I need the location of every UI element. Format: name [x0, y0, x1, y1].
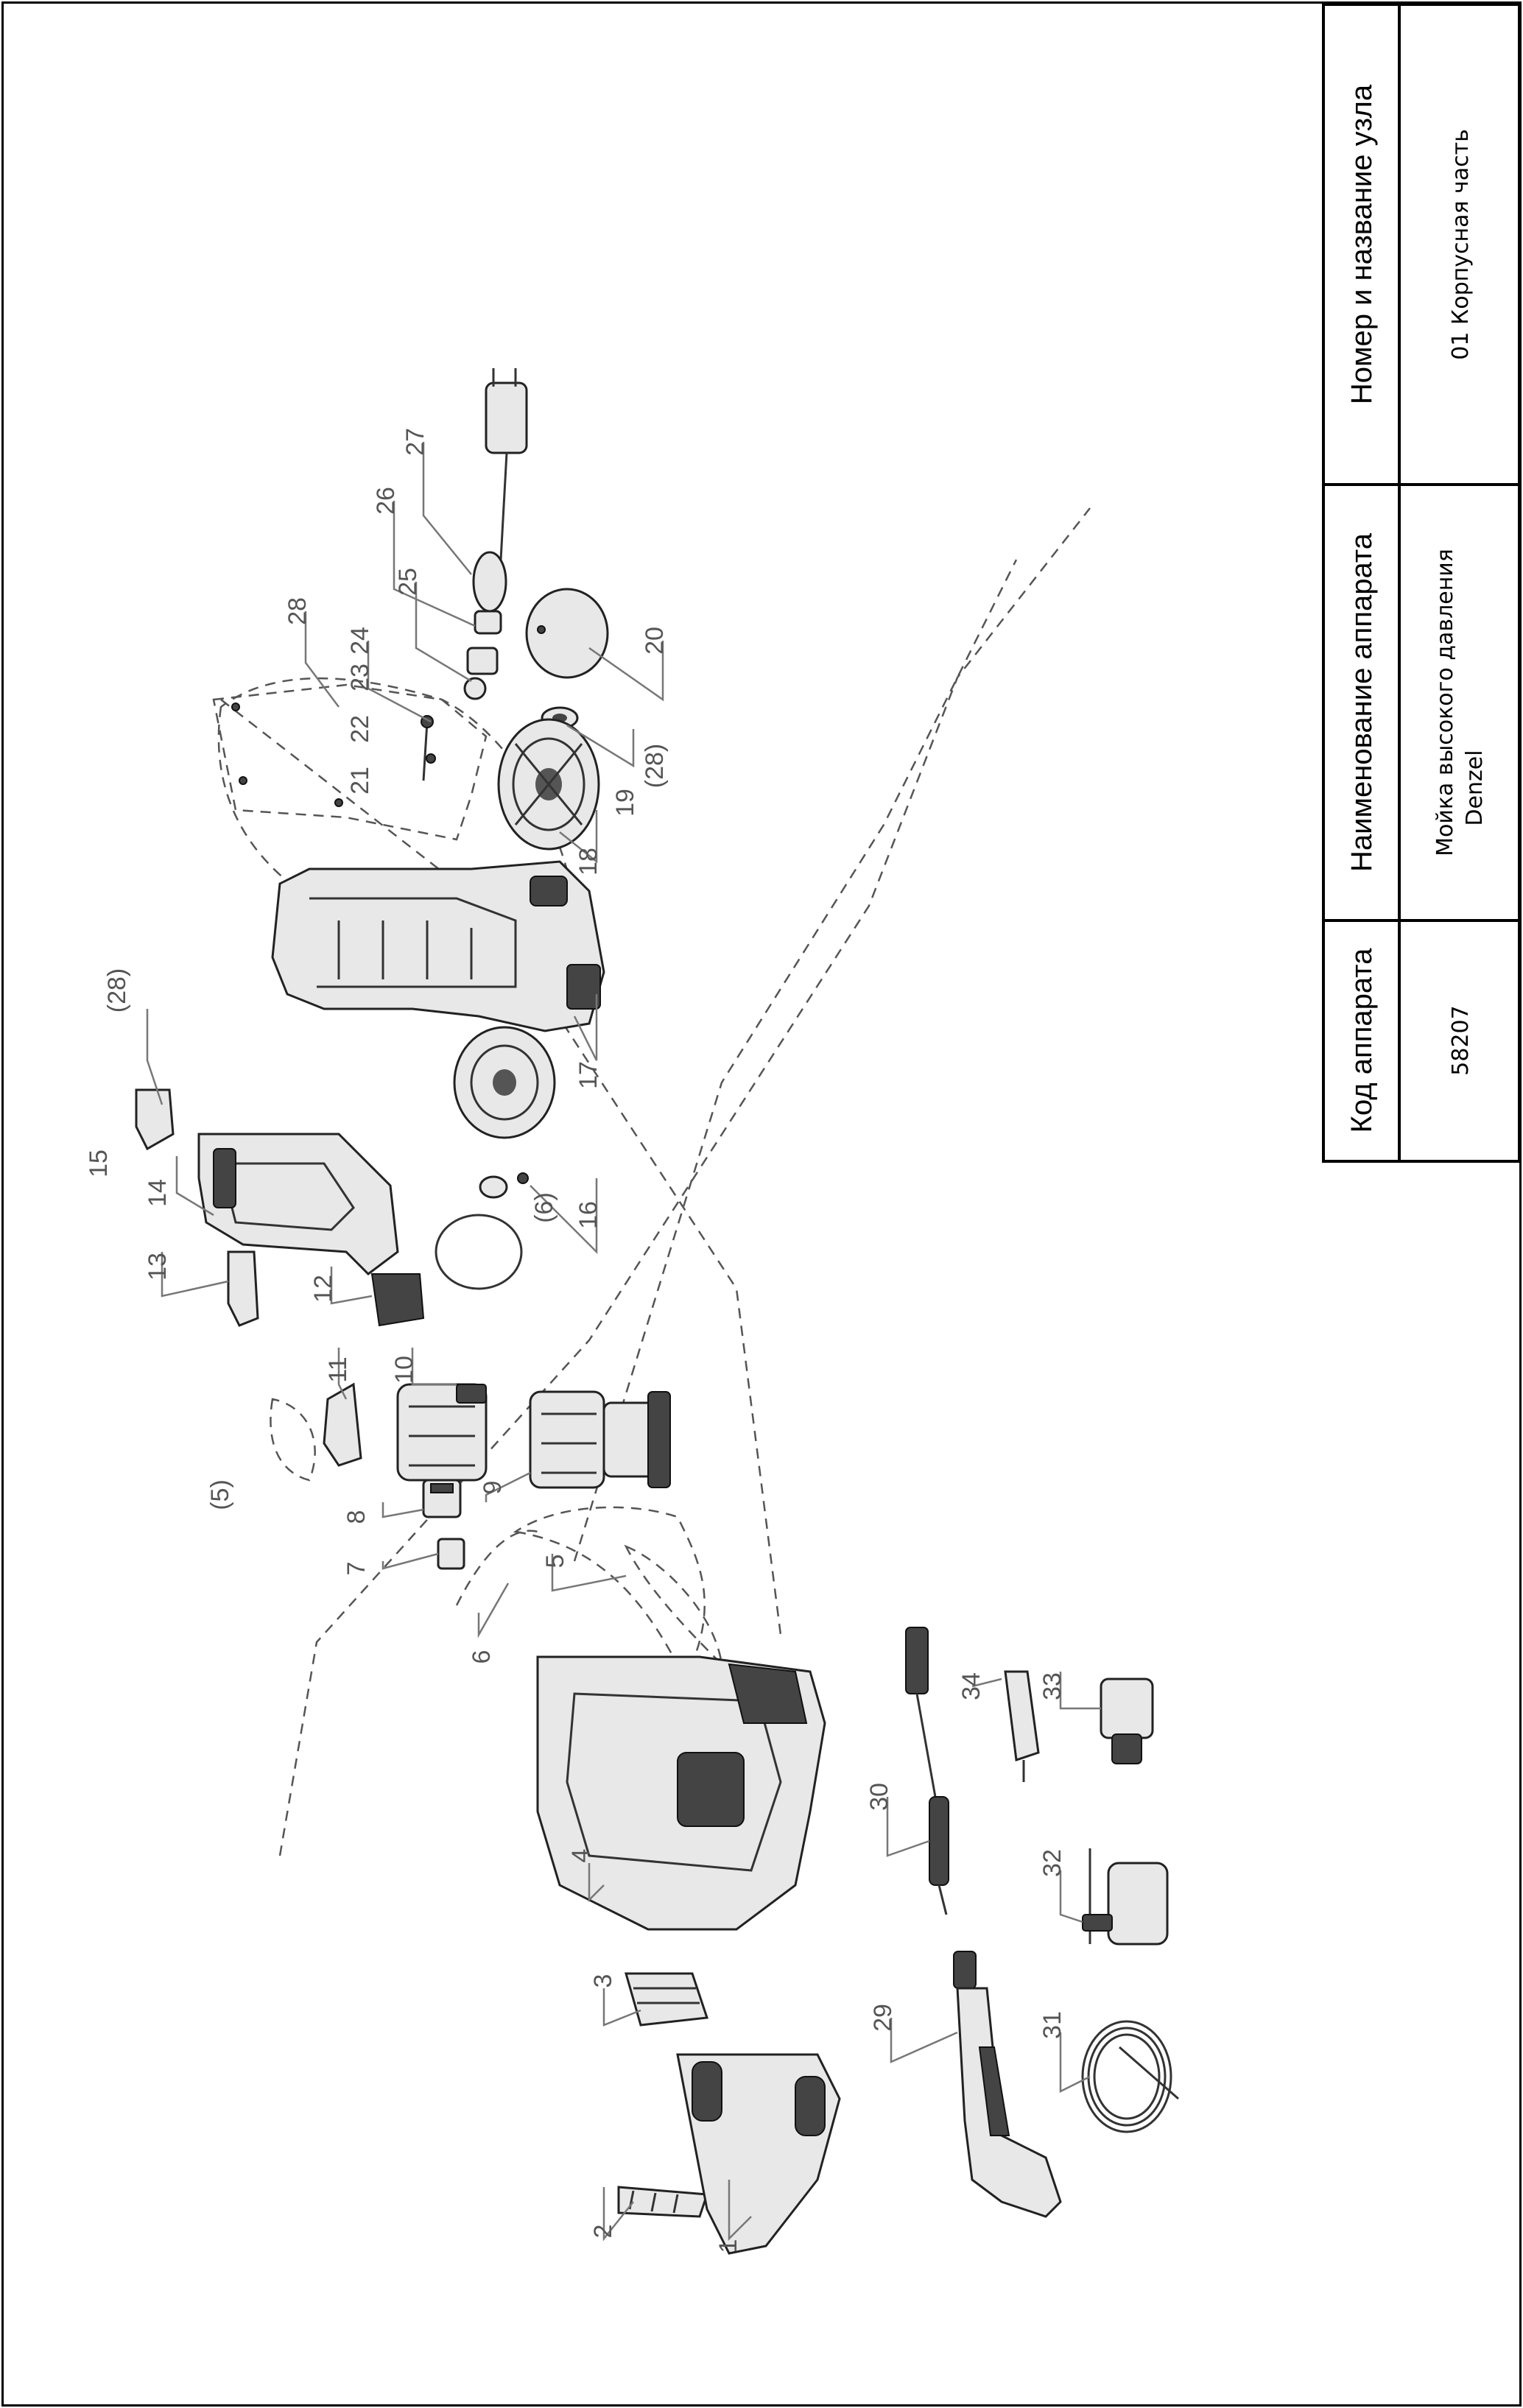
callout-31: 31 [1038, 2011, 1066, 2039]
callout-33: 33 [1038, 1672, 1066, 1700]
title-code-header: Код аппарата [1346, 948, 1378, 1133]
title-code-value: 58207 [1448, 1005, 1474, 1075]
title-name-value-line1: Мойка высокого давления [1432, 549, 1458, 856]
part-29-spray-gun [953, 1951, 1062, 2218]
callout-5: 5 [541, 1555, 569, 1569]
part-10-motor-cover [396, 1383, 488, 1482]
callout-leaders [146, 442, 1101, 2242]
callout-34: 34 [957, 1672, 985, 1700]
callout-17: 17 [574, 1061, 602, 1089]
callout-27: 27 [401, 428, 429, 456]
callout-2: 2 [589, 2225, 617, 2239]
callout-14: 14 [144, 1179, 172, 1207]
callout-13: 13 [144, 1253, 172, 1281]
part-1-handle [676, 2053, 841, 2255]
part-11-cap [323, 1382, 362, 1467]
part-27-power-cord [472, 368, 528, 613]
callout-22: 22 [346, 715, 374, 743]
part-7-switch-small [437, 1538, 465, 1570]
callout-21: 21 [346, 767, 374, 795]
title-name-header: Наименование аппарата [1346, 532, 1378, 872]
part-33-coupler [1100, 1677, 1154, 1764]
callout-10: 10 [390, 1356, 418, 1384]
part-3-vent-grille [625, 1972, 709, 2027]
callout-11: 11 [324, 1356, 352, 1382]
callout-12: 12 [309, 1275, 337, 1303]
title-unit-header: Номер и название узла [1346, 84, 1378, 404]
callout-28: 28 [284, 597, 312, 625]
title-block: Код аппарата 58207 Наименование аппарата… [1322, 3, 1521, 1163]
part-34-nozzle [1004, 1670, 1040, 1782]
callout-20: 20 [641, 627, 669, 655]
callout-23: 23 [346, 663, 374, 691]
callout-25: 25 [394, 568, 422, 596]
title-unit-value: 01 Корпусная часть [1448, 129, 1474, 360]
title-name-value-line2: Denzel [1462, 750, 1488, 825]
callout-24: 24 [346, 627, 374, 655]
part-20-hubcap [525, 588, 609, 679]
callout-1: 1 [714, 2239, 742, 2253]
part-8-switch [422, 1479, 462, 1518]
callout-18: 18 [574, 848, 602, 876]
callout-5-ref: (5) [206, 1479, 234, 1510]
callout-28-ref-a: (28) [103, 968, 131, 1013]
callout-30: 30 [865, 1783, 893, 1811]
callout-4: 4 [567, 1849, 595, 1863]
assembly-lines [217, 507, 1091, 1856]
part-32-foam-bottle [1082, 1848, 1169, 1946]
part-31-hose-coil [1081, 2020, 1179, 2133]
callout-labels: 27 26 25 24 23 22 21 28 20 (28) 19 18 17… [85, 428, 1066, 2253]
part-4-front-housing [536, 1655, 826, 1931]
part-13-handle-grip [227, 1250, 259, 1327]
part-24-26-fittings [463, 610, 502, 700]
callout-16: 16 [574, 1201, 602, 1229]
callout-29: 29 [869, 2004, 897, 2032]
callout-26: 26 [372, 487, 400, 515]
callout-3: 3 [589, 1974, 617, 1988]
part-21-23-screws [421, 715, 436, 781]
part-17-chassis [271, 860, 605, 1032]
callout-6: 6 [468, 1650, 496, 1664]
part-14-top-cover [197, 1133, 399, 1275]
part-9-pump-motor [529, 1390, 671, 1489]
part-18-wheel [497, 718, 600, 851]
part-12-badge [370, 1273, 425, 1327]
part-15-clip [135, 1088, 175, 1151]
part-30-lance [905, 1627, 949, 1915]
callout-9: 9 [479, 1481, 507, 1495]
callout-8: 8 [342, 1510, 370, 1524]
callout-6-ref: (6) [530, 1192, 558, 1223]
part-2-small-grille [617, 2186, 709, 2218]
callout-32: 32 [1038, 1849, 1066, 1877]
callout-28-ref-b: (28) [641, 744, 669, 788]
part-28-outline [212, 683, 488, 841]
callout-19: 19 [611, 789, 639, 817]
callout-7: 7 [342, 1562, 370, 1576]
part-16-wheel-rear [435, 1026, 556, 1290]
callout-15: 15 [85, 1150, 113, 1177]
